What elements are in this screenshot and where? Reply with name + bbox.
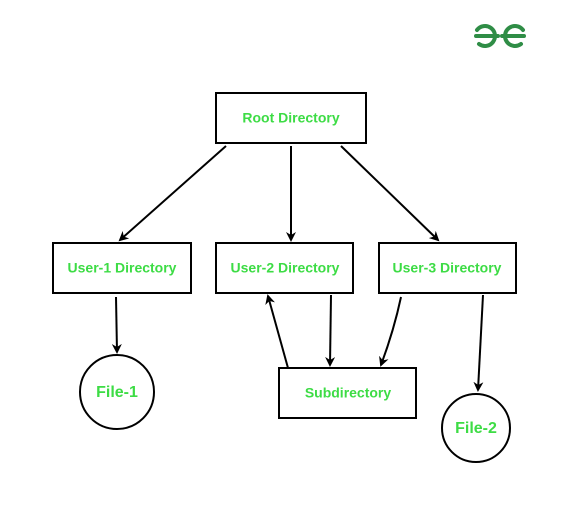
edge-user3-to-file2 [473,294,484,392]
node-file2: File-2 [441,393,511,463]
node-user1-directory-label: User-1 Directory [68,260,177,276]
node-file1-label: File-1 [96,384,138,401]
node-file1: File-1 [79,354,155,430]
node-user1-directory: User-1 Directory [52,242,192,294]
node-root-directory: Root Directory [215,92,367,144]
node-user3-directory: User-3 Directory [378,242,517,294]
node-user2-directory-label: User-2 Directory [231,260,340,276]
node-file2-label: File-2 [455,420,497,437]
node-subdirectory-label: Subdirectory [305,385,392,401]
node-root-directory-label: Root Directory [242,110,339,126]
edges [111,145,484,392]
node-user2-directory: User-2 Directory [215,242,354,294]
edge-root-to-user3 [340,145,440,242]
node-subdirectory: Subdirectory [278,367,417,419]
edge-subdirectory-to-user2 [265,294,289,369]
edge-user1-to-file1 [111,296,122,354]
edge-root-to-user1 [118,145,227,242]
edge-user3-to-subdirectory [379,296,402,367]
edge-user2-to-subdirectory [325,294,336,367]
node-user3-directory-label: User-3 Directory [393,260,502,276]
gfg-logo-icon [474,24,526,48]
